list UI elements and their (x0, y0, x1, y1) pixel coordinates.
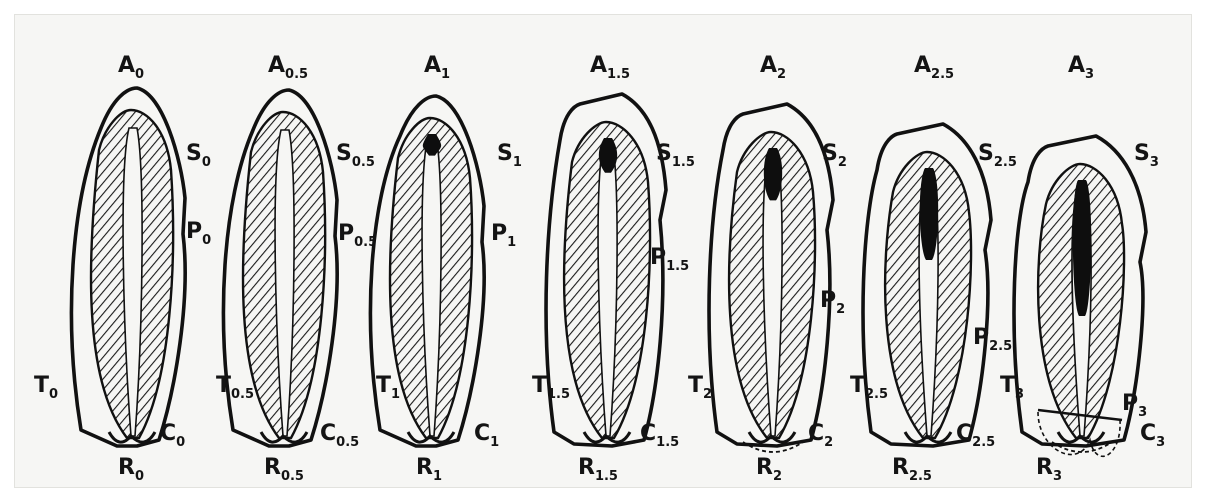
label-S: S3 (1134, 141, 1159, 170)
label-R: R2.5 (892, 455, 932, 484)
label-P: P1.5 (650, 245, 689, 274)
label-A: A0.5 (268, 53, 308, 82)
secondary-dentin (920, 168, 938, 260)
label-R: R0 (118, 455, 144, 484)
label-T: T2 (688, 373, 712, 402)
label-P: P1 (491, 221, 516, 250)
label-R: R3 (1036, 455, 1062, 484)
tooth-stage-1: A0.5S0.5P0.5T0.5C0.5R0.5 (216, 53, 377, 484)
label-P: P2 (820, 288, 845, 317)
label-P: P2.5 (973, 325, 1012, 354)
label-R: R1.5 (578, 455, 618, 484)
label-S: S0.5 (336, 141, 375, 170)
label-A: A0 (118, 53, 144, 82)
label-C: C0.5 (320, 421, 359, 450)
label-C: C1 (474, 421, 499, 450)
label-A: A1 (424, 53, 450, 82)
tooth-stage-5: A2.5S2.5P2.5T2.5C2.5R2.5 (850, 53, 1017, 484)
label-A: A2.5 (914, 53, 954, 82)
label-T: T0 (34, 373, 58, 402)
label-R: R2 (756, 455, 782, 484)
label-S: S0 (186, 141, 211, 170)
secondary-dentin (1073, 180, 1091, 316)
tooth-stage-3: A1.5S1.5P1.5T1.5C1.5R1.5 (532, 53, 695, 484)
secondary-dentin (764, 148, 782, 200)
label-P: P0.5 (338, 221, 377, 250)
label-P: P3 (1122, 391, 1147, 420)
label-R: R1 (416, 455, 442, 484)
label-C: C2 (808, 421, 833, 450)
label-S: S1.5 (656, 141, 695, 170)
label-C: C3 (1140, 421, 1165, 450)
label-C: C1.5 (640, 421, 679, 450)
label-P: P0 (186, 219, 211, 248)
label-R: R0.5 (264, 455, 304, 484)
label-C: C2.5 (956, 421, 995, 450)
label-S: S1 (497, 141, 522, 170)
label-C: C0 (160, 421, 185, 450)
label-S: S2.5 (978, 141, 1017, 170)
label-A: A2 (760, 53, 786, 82)
label-S: S2 (822, 141, 847, 170)
label-A: A3 (1068, 53, 1094, 82)
label-A: A1.5 (590, 53, 630, 82)
